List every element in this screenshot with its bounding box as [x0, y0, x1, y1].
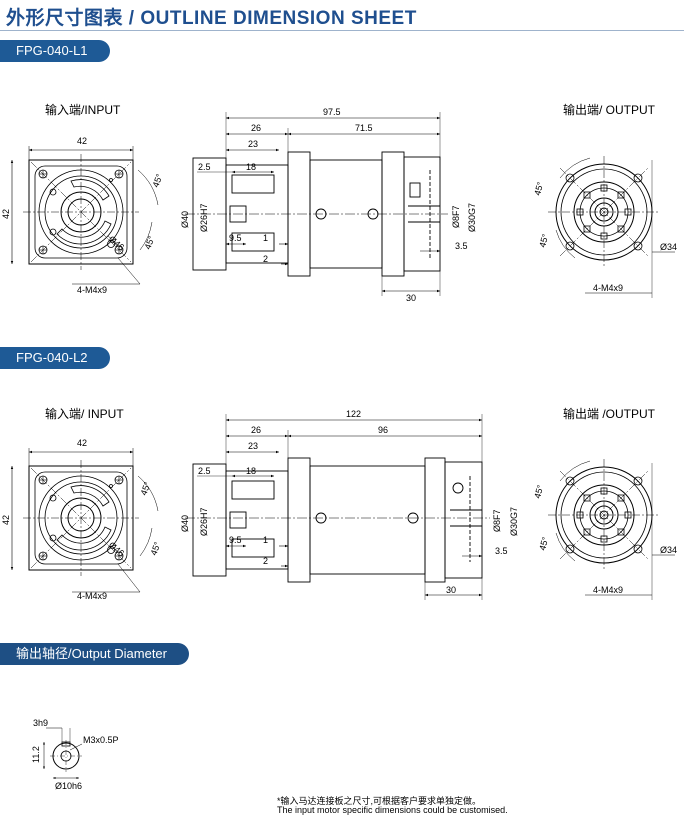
shaft-thread: M3x0.5P — [83, 735, 119, 745]
dim-l1-26: 26 — [251, 123, 261, 133]
dim-l1-18: 18 — [246, 162, 256, 172]
output-label-l1: 输出端/ OUTPUT — [563, 103, 655, 117]
dim-l2-1: 1 — [263, 535, 268, 545]
dim-l1-screws-out: 4-M4x9 — [593, 283, 623, 293]
shaft-height: 11.2 — [31, 746, 41, 763]
dim-l2-total: 122 — [346, 409, 361, 419]
dim-l2-dia30: Ø30G7 — [509, 507, 519, 536]
page-title: 外形尺寸图表 / OUTLINE DIMENSION SHEET — [6, 8, 417, 29]
dim-l1-angle-b: 45° — [142, 234, 156, 251]
dim-l2-out-a: 45° — [532, 483, 545, 499]
model-tag-l2: FPG-040-L2 — [0, 347, 110, 369]
dim-l2-3-5: 3.5 — [495, 546, 508, 556]
dim-l2-dia40: Ø40 — [180, 515, 190, 532]
dim-l1-dia34: Ø34 — [660, 242, 677, 252]
dim-l2-30: 30 — [446, 585, 456, 595]
output-label-l2: 输出端 /OUTPUT — [563, 407, 655, 421]
dim-l1-out-b: 45° — [537, 232, 550, 248]
dim-l2-23: 23 — [248, 441, 258, 451]
dim-l1-3-5: 3.5 — [455, 241, 468, 251]
dim-l2-screws-out: 4-M4x9 — [593, 585, 623, 595]
dim-l2-dia26: Ø26H7 — [199, 507, 209, 536]
dim-l1-dia40: Ø40 — [180, 211, 190, 228]
dim-l2-dia8: Ø8F7 — [492, 509, 502, 532]
model-tag-l1: FPG-040-L1 — [0, 40, 110, 62]
dim-l2-side: 42 — [1, 515, 11, 525]
dim-l2-2: 2 — [263, 556, 268, 566]
output-view-l2 — [547, 458, 675, 600]
dim-l1-body: 71.5 — [355, 123, 373, 133]
dim-l1-30: 30 — [406, 293, 416, 303]
dim-l2-out-b: 45° — [537, 535, 550, 551]
note-english: The input motor specific dimensions coul… — [277, 805, 508, 815]
dim-l1-angle-a: 45° — [150, 172, 164, 189]
side-dims-l2 — [197, 414, 483, 600]
dim-l1-9-5: 9.5 — [229, 233, 242, 243]
input-view-l1 — [10, 146, 159, 285]
dim-l2-18: 18 — [246, 466, 256, 476]
output-shaft-view — [43, 727, 83, 779]
dim-l1-square: 42 — [77, 136, 87, 146]
input-view-l2 — [10, 448, 159, 593]
dim-l1-23: 23 — [248, 139, 258, 149]
side-view-l1 — [185, 151, 448, 277]
dim-l2-2-5: 2.5 — [198, 466, 211, 476]
title-divider — [0, 30, 684, 31]
dim-l1-dia8: Ø8F7 — [451, 205, 461, 228]
dim-l2-screws-in: 4-M4x9 — [77, 591, 107, 601]
dim-l2-square: 42 — [77, 438, 87, 448]
side-dims-l1 — [197, 112, 441, 296]
dim-l1-2-5: 2.5 — [198, 162, 211, 172]
dim-l1-2: 2 — [263, 254, 268, 264]
dim-l2-26: 26 — [251, 425, 261, 435]
output-view-l1 — [547, 155, 675, 298]
dim-l1-out-a: 45° — [532, 180, 545, 196]
input-label-l2: 输入端/ INPUT — [45, 407, 124, 421]
dim-l1-1: 1 — [263, 233, 268, 243]
input-label-l1: 输入端/INPUT — [45, 103, 121, 117]
dim-l2-dia34: Ø34 — [660, 545, 677, 555]
note-chinese: *输入马达连接板之尺寸,可根据客户要求单独定做。 — [277, 796, 482, 806]
dim-l2-angle-b: 45° — [148, 540, 162, 557]
dim-l1-dia30: Ø30G7 — [467, 203, 477, 232]
dim-l2-angle-a: 45° — [138, 480, 152, 497]
dim-l1-dia26: Ø26H7 — [199, 203, 209, 232]
dim-l1-total: 97.5 — [323, 107, 341, 117]
dim-l1-side: 42 — [1, 209, 11, 219]
shaft-dia: Ø10h6 — [55, 781, 82, 791]
dim-l2-body: 96 — [378, 425, 388, 435]
shaft-key: 3h9 — [33, 718, 48, 728]
dim-l2-9-5: 9.5 — [229, 535, 242, 545]
side-view-l2 — [185, 457, 490, 583]
output-diameter-tag: 输出轴径/Output Diameter — [0, 643, 189, 665]
dim-l1-screws-in: 4-M4x9 — [77, 285, 107, 295]
